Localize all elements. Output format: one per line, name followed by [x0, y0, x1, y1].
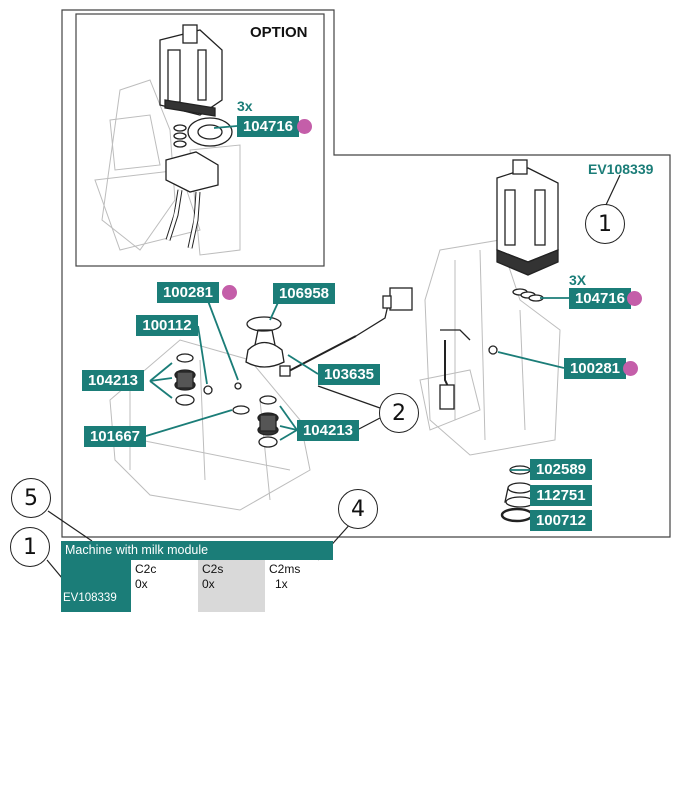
matrix-col-name: C2c [135, 562, 157, 576]
highlight-dot-104716-option [297, 119, 312, 134]
callout-4: 4 [338, 489, 378, 529]
part-tag-104213-right[interactable]: 104213 [297, 420, 359, 441]
matrix-col-c2ms: C2ms 1x [265, 560, 332, 612]
matrix-col-qty: 0x [202, 577, 215, 591]
drawing-frame [61, 9, 671, 538]
part-tag-100712[interactable]: 100712 [530, 510, 592, 531]
matrix-col-name: C2ms [269, 562, 301, 576]
option-qty-label: 3x [237, 98, 253, 114]
left-module-parts [174, 287, 413, 448]
variant-matrix: Machine with milk module EV108339 C2c 0x… [61, 541, 333, 612]
callout-5: 5 [11, 478, 51, 518]
highlight-dot-100281-left [222, 285, 237, 300]
callout-1-top: 1 [585, 204, 625, 244]
option-inset-frame [75, 13, 325, 267]
matrix-col-qty: 0x [135, 577, 148, 591]
matrix-row: EV108339 C2c 0x C2s 0x C2ms 1x [61, 560, 333, 612]
option-label: OPTION [250, 24, 308, 41]
kit-code-label: EV108339 [588, 161, 654, 177]
matrix-header: Machine with milk module [61, 541, 333, 560]
matrix-col-qty: 1x [275, 577, 288, 591]
bubble-leaders [46, 174, 621, 579]
part-tag-104716-option[interactable]: 104716 [237, 116, 299, 137]
matrix-col-name: C2s [202, 562, 224, 576]
part-tag-101667[interactable]: 101667 [84, 426, 146, 447]
callout-1-legend: 1 [10, 527, 50, 567]
matrix-col-c2s: C2s 0x [198, 560, 265, 612]
part-tag-104213-left[interactable]: 104213 [82, 370, 144, 391]
highlight-dot-100281-right [623, 361, 638, 376]
callout-2: 2 [379, 393, 419, 433]
part-tag-102589[interactable]: 102589 [530, 459, 592, 480]
matrix-row-code: EV108339 [61, 560, 131, 612]
left-module-sketch [109, 339, 311, 511]
qty-3x-label: 3X [569, 272, 587, 288]
highlight-dot-104716 [627, 291, 642, 306]
part-tag-104716[interactable]: 104716 [569, 288, 631, 309]
part-tag-100281-left[interactable]: 100281 [157, 282, 219, 303]
part-tag-112751[interactable]: 112751 [530, 485, 592, 506]
part-tag-106958[interactable]: 106958 [273, 283, 335, 304]
part-tag-100112[interactable]: 100112 [136, 315, 198, 336]
right-valve-body [439, 159, 559, 410]
part-tag-103635[interactable]: 103635 [318, 364, 380, 385]
part-tag-100281-right[interactable]: 100281 [564, 358, 626, 379]
option-valve-body [159, 24, 233, 249]
matrix-col-c2c: C2c 0x [131, 560, 198, 612]
